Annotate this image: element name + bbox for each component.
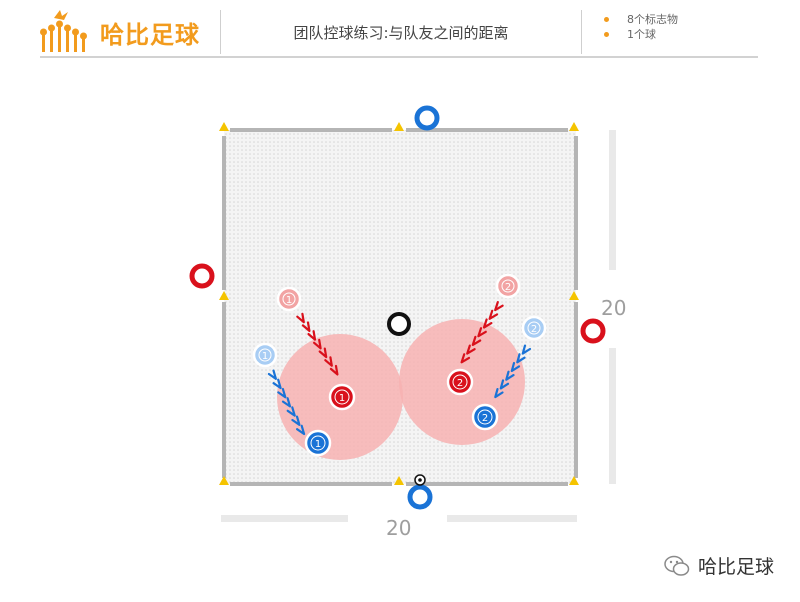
logo: 哈比足球 (40, 6, 220, 54)
cone-icon (219, 476, 229, 485)
cone-icon (219, 291, 229, 300)
svg-text:2: 2 (505, 282, 511, 293)
watermark-text: 哈比足球 (698, 556, 775, 578)
cone-icon (219, 122, 229, 131)
blue-player-1: 1 (304, 429, 332, 457)
cone-markers (219, 122, 579, 485)
logo-text: 哈比足球 (100, 21, 200, 49)
equipment-list: 8个标志物 1个球 (604, 12, 678, 42)
arrow-red-1 (296, 312, 339, 376)
arrow-blue-1 (267, 369, 306, 436)
header: 哈比足球 团队控球练习:与队友之间的距离 8个标志物 1个球 (0, 0, 800, 60)
watermark: 哈比足球 (664, 552, 774, 579)
width-label: 20 (386, 516, 412, 540)
blue-player-2-start: 2 (521, 315, 547, 341)
blue-support-bottom (407, 484, 433, 510)
blue-player-1-start: 1 (252, 342, 278, 368)
wechat-icon (664, 555, 690, 576)
height-label: 20 (601, 296, 627, 320)
arrow-red-2 (460, 301, 504, 364)
equipment-item-ball: 1个球 (604, 27, 678, 42)
arrow-blue-2 (494, 344, 532, 399)
red-player-1: 1 (328, 383, 356, 411)
red-support-right (580, 318, 606, 344)
logo-mark-icon (40, 10, 87, 52)
cone-icon (394, 122, 404, 131)
header-rule (40, 56, 758, 58)
header-divider-left (220, 10, 221, 54)
svg-text:2: 2 (457, 378, 463, 389)
header-divider-right (581, 10, 582, 54)
ball-icon (414, 474, 426, 486)
red-player-1-start: 1 (276, 286, 302, 312)
blue-player-2: 2 (471, 403, 499, 431)
cone-icon (569, 122, 579, 131)
red-support-left (189, 263, 215, 289)
svg-text:2: 2 (482, 413, 488, 424)
svg-text:1: 1 (286, 295, 292, 306)
svg-text:1: 1 (262, 351, 268, 362)
cone-icon (394, 476, 404, 485)
neutral-player (387, 312, 411, 336)
svg-text:1: 1 (315, 439, 321, 450)
page-title: 团队控球练习:与队友之间的距离 (293, 24, 509, 42)
equipment-item-cones: 8个标志物 (604, 12, 678, 27)
bullet-icon (604, 17, 609, 22)
svg-text:1: 1 (339, 393, 345, 404)
pitch-boundary (222, 128, 578, 486)
svg-text:2: 2 (531, 324, 537, 335)
dimension-bars (221, 130, 616, 522)
cone-icon (569, 291, 579, 300)
movement-arrows (267, 301, 532, 436)
pitch-area (224, 130, 576, 484)
cone-icon (569, 476, 579, 485)
red-player-2-start: 2 (495, 273, 521, 299)
blue-support-top (414, 105, 440, 131)
red-player-2: 2 (446, 368, 474, 396)
bullet-icon (604, 32, 609, 37)
